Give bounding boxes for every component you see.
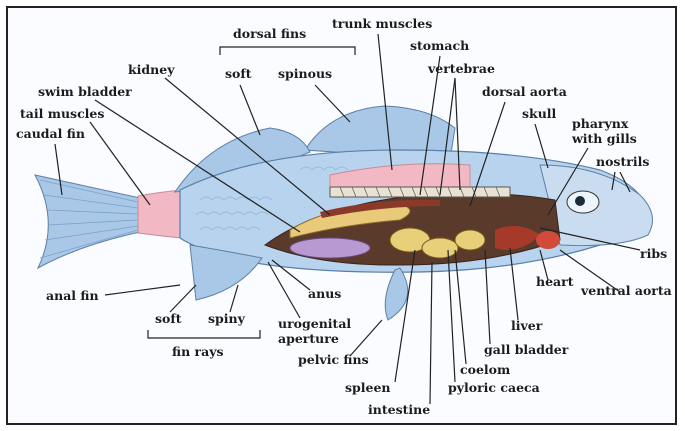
label-soft-ray: soft xyxy=(155,311,182,326)
label-pelvic-fins: pelvic fins xyxy=(298,352,369,367)
label-skull: skull xyxy=(522,106,557,121)
label-fin-rays: fin rays xyxy=(172,344,224,359)
label-dorsal-aorta: dorsal aorta xyxy=(482,84,567,99)
label-ribs: ribs xyxy=(640,246,667,261)
heart xyxy=(536,231,560,249)
label-swim-bladder: swim bladder xyxy=(38,84,132,99)
bracket-fin-rays xyxy=(148,330,260,338)
label-gall-bladder: gall bladder xyxy=(484,342,569,357)
caudal-fin xyxy=(35,175,140,268)
label-urogenital: urogenital xyxy=(278,316,351,331)
label-tail-muscles: tail muscles xyxy=(20,106,104,121)
label-kidney: kidney xyxy=(128,62,175,77)
pelvic-fin xyxy=(385,268,407,320)
label-coelom: coelom xyxy=(460,362,510,377)
label-anus: anus xyxy=(308,286,341,301)
label-caudal-fin: caudal fin xyxy=(16,126,85,141)
gonad xyxy=(290,238,370,258)
label-heart: heart xyxy=(536,274,574,289)
label-spiny: spiny xyxy=(208,311,246,326)
bracket-dorsal-fins xyxy=(220,47,355,55)
label-liver: liver xyxy=(511,318,543,333)
label-ventral-aorta: ventral aorta xyxy=(580,283,672,298)
label-pharynx: pharynx xyxy=(572,116,629,131)
label-aperture: aperture xyxy=(278,331,339,346)
label-trunk-muscles: trunk muscles xyxy=(332,16,432,31)
label-spinous: spinous xyxy=(278,66,332,81)
label-stomach: stomach xyxy=(410,38,469,53)
label-nostrils: nostrils xyxy=(596,154,649,169)
label-pyloric-caeca: pyloric caeca xyxy=(448,380,540,395)
label-anal-fin: anal fin xyxy=(46,288,99,303)
label-intestine: intestine xyxy=(368,402,430,417)
label-with-gills: with gills xyxy=(571,131,637,146)
label-soft-dorsal: soft xyxy=(225,66,252,81)
label-dorsal-fins: dorsal fins xyxy=(233,26,306,41)
label-spleen: spleen xyxy=(345,380,391,395)
